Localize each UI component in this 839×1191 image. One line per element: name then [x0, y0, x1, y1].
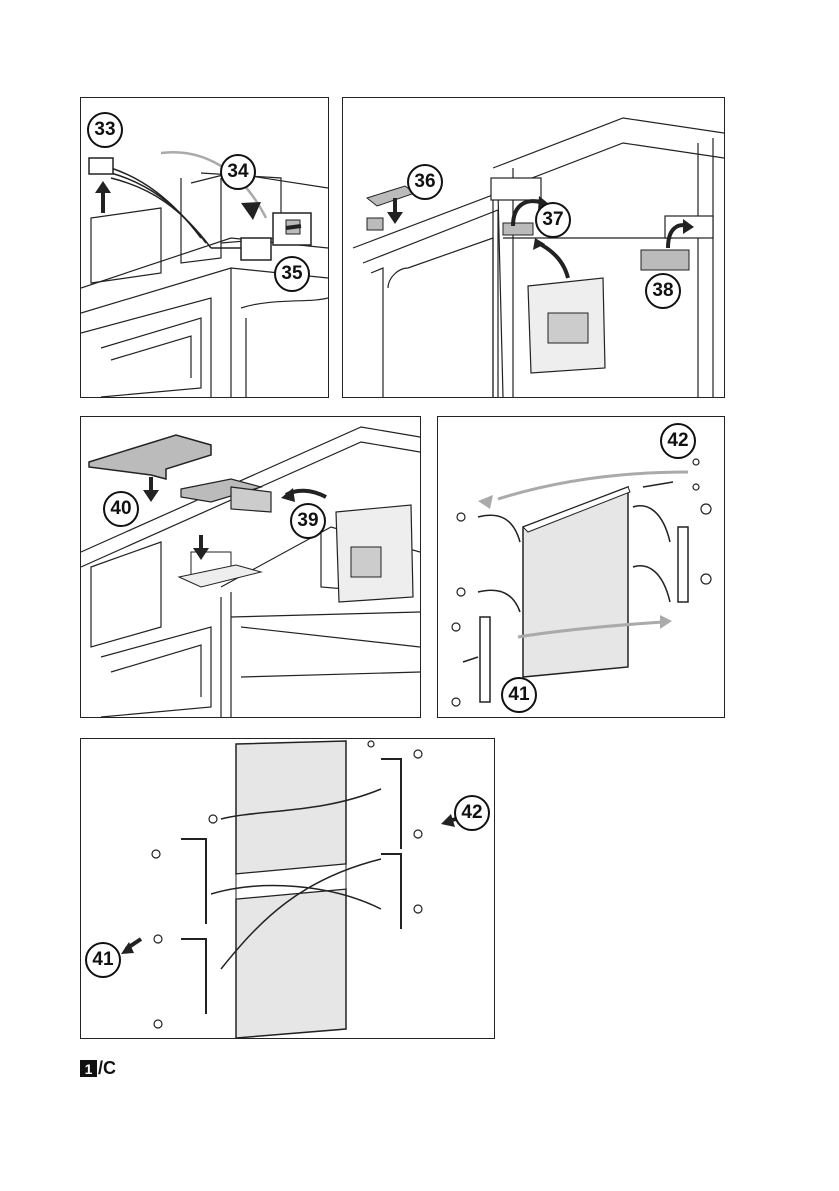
- two-door-handle-reversal-illustration: [81, 739, 494, 1038]
- step-number-35: 35: [274, 256, 310, 292]
- step-number-37: 37: [535, 202, 571, 238]
- step-number-39: 39: [290, 503, 326, 539]
- step-number-33: 33: [87, 112, 123, 148]
- illustration-panel-1: 33 34 35: [80, 97, 329, 398]
- step-number-36: 36: [407, 164, 443, 200]
- step-number-42: 42: [454, 795, 490, 831]
- illustration-panel-2: 36 37 38: [342, 97, 725, 398]
- hinge-bracket-illustration: [81, 417, 420, 717]
- illustration-panel-4: 42 41: [437, 416, 725, 718]
- step-number-34: 34: [220, 154, 256, 190]
- illustration-panel-3: 40 39: [80, 416, 421, 718]
- door-handle-reversal-illustration: [438, 417, 724, 717]
- illustration-panel-5: 42 41: [80, 738, 495, 1039]
- step-number-41: 41: [85, 942, 121, 978]
- step-number-41: 41: [501, 677, 537, 713]
- step-number-42: 42: [660, 423, 696, 459]
- step-number-38: 38: [645, 273, 681, 309]
- cable-connector-illustration: [81, 98, 328, 397]
- page-marker: 1 /C: [80, 1058, 116, 1079]
- door-hinge-cover-illustration: [343, 98, 724, 397]
- step-number-40: 40: [103, 491, 139, 527]
- page-suffix: /C: [98, 1058, 116, 1079]
- page-number-box: 1: [80, 1060, 97, 1077]
